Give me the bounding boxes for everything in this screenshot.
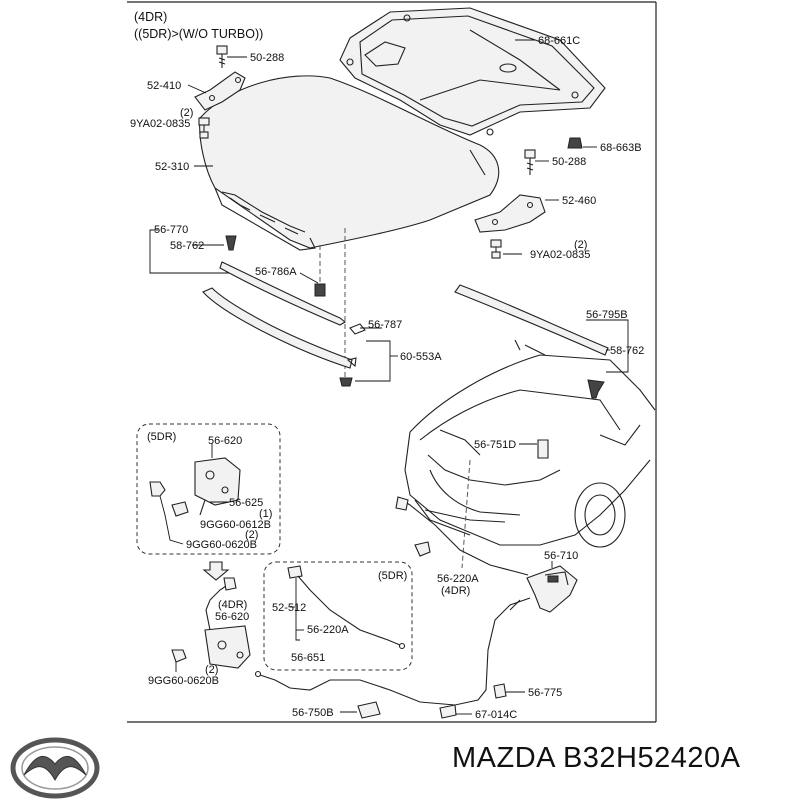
release-cable — [259, 597, 531, 706]
label-56-770: 56-770 — [154, 224, 188, 236]
clip-67-014C — [439, 704, 457, 719]
cable-56-220A — [401, 499, 529, 576]
label-9GG60-0612B: 9GG60-0612B — [200, 519, 271, 531]
label-56-775: 56-775 — [528, 687, 562, 699]
bolt-50-288-left — [216, 45, 228, 68]
bolt-9GG60-0612B — [171, 501, 189, 517]
box-5dr-left-tag: (5DR) — [147, 431, 176, 443]
car-body — [404, 339, 656, 548]
bumper-56-786A — [314, 283, 326, 297]
hood-panel — [199, 75, 500, 251]
arrow-up-icon — [414, 541, 431, 557]
cover-56-750B — [357, 701, 381, 719]
label-56-620-5dr: 56-620 — [208, 435, 242, 447]
box-4dr-tag: (4DR) — [218, 599, 247, 611]
label-68-663B: 68-663B — [600, 142, 642, 154]
label-9YA02-0835-right: 9YA02-0835 — [530, 249, 590, 261]
label-56-750B: 56-750B — [292, 707, 334, 719]
seal-56-770 — [219, 261, 346, 326]
box-5dr-right-tag: (5DR) — [378, 570, 407, 582]
box-5dr-left — [136, 423, 281, 555]
label-9YA02-0835-left-qty: (2) — [180, 107, 193, 119]
label-56-620-4dr: 56-620 — [215, 611, 249, 623]
header-line1: (4DR) — [134, 10, 167, 24]
bolt-5dr-latch — [149, 481, 166, 497]
header-line2: ((5DR)>(W/O TURBO)) — [134, 27, 263, 41]
latch-4dr — [204, 577, 251, 669]
label-56-220A-note: (4DR) — [441, 585, 470, 597]
label-50-288-right: 50-288 — [552, 156, 586, 168]
clip-58-762-right — [587, 379, 605, 399]
box-5dr-right — [263, 561, 413, 671]
bolt-9YA02-0835-left — [198, 117, 210, 139]
clip-60-553A — [339, 377, 353, 387]
label-56-787: 56-787 — [368, 319, 402, 331]
label-67-014C: 67-014C — [475, 709, 517, 721]
bolt-50-288-right — [524, 149, 536, 175]
label-56-751D: 56-751D — [474, 439, 516, 451]
bolt-9YA02-0835-right — [490, 239, 502, 259]
label-58-762-right: 58-762 — [610, 345, 644, 357]
label-56-710: 56-710 — [544, 550, 578, 562]
latch-5dr — [194, 457, 241, 516]
mazda-logo — [10, 737, 100, 799]
seal-56-787 — [202, 287, 353, 369]
label-58-762-left: 58-762 — [170, 240, 204, 252]
stopper-56-751D — [537, 439, 549, 459]
clip-68-663B — [567, 137, 583, 149]
label-56-651: 56-651 — [291, 652, 325, 664]
label-56-795B: 56-795B — [586, 309, 628, 321]
label-9GG60-0620B-5dr: 9GG60-0620B — [186, 539, 257, 551]
label-9YA02-0835-left: 9YA02-0835 — [130, 118, 190, 130]
label-9GG60-0620B-5dr-qty: (2) — [245, 529, 258, 541]
label-50-288-left: 50-288 — [250, 52, 284, 64]
label-9GG60-0612B-qty: (1) — [259, 508, 272, 520]
right-hinge — [474, 194, 546, 233]
label-52-460: 52-460 — [562, 195, 596, 207]
label-9GG60-0620B-4dr: 9GG60-0620B — [148, 675, 219, 687]
release-handle — [526, 565, 578, 613]
cable-5dr — [287, 565, 406, 650]
label-52-512: 52-512 — [272, 602, 306, 614]
arrow-down-icon — [202, 561, 230, 581]
brand-part-number: MAZDA B32H52420A — [452, 742, 741, 774]
label-56-220A-4dr: 56-220A — [437, 573, 479, 585]
label-52-410: 52-410 — [147, 80, 181, 92]
label-60-553A: 60-553A — [400, 351, 442, 363]
label-68-661C: 68-661C — [538, 35, 580, 47]
label-56-625: 56-625 — [229, 497, 263, 509]
seal-56-795B — [454, 284, 609, 356]
hood-insulator — [339, 7, 606, 136]
clip-56-775 — [493, 683, 507, 699]
label-9GG60-0620B-4dr-qty: (2) — [205, 664, 218, 676]
label-9YA02-0835-right-qty: (2) — [574, 239, 587, 251]
label-52-310: 52-310 — [155, 161, 189, 173]
label-56-786A: 56-786A — [255, 266, 297, 278]
clip-58-762-left — [225, 235, 237, 251]
left-hinge — [194, 71, 246, 111]
bolt-9GG60-0620B-4dr — [171, 649, 187, 663]
label-56-220A-5dr: 56-220A — [307, 624, 349, 636]
